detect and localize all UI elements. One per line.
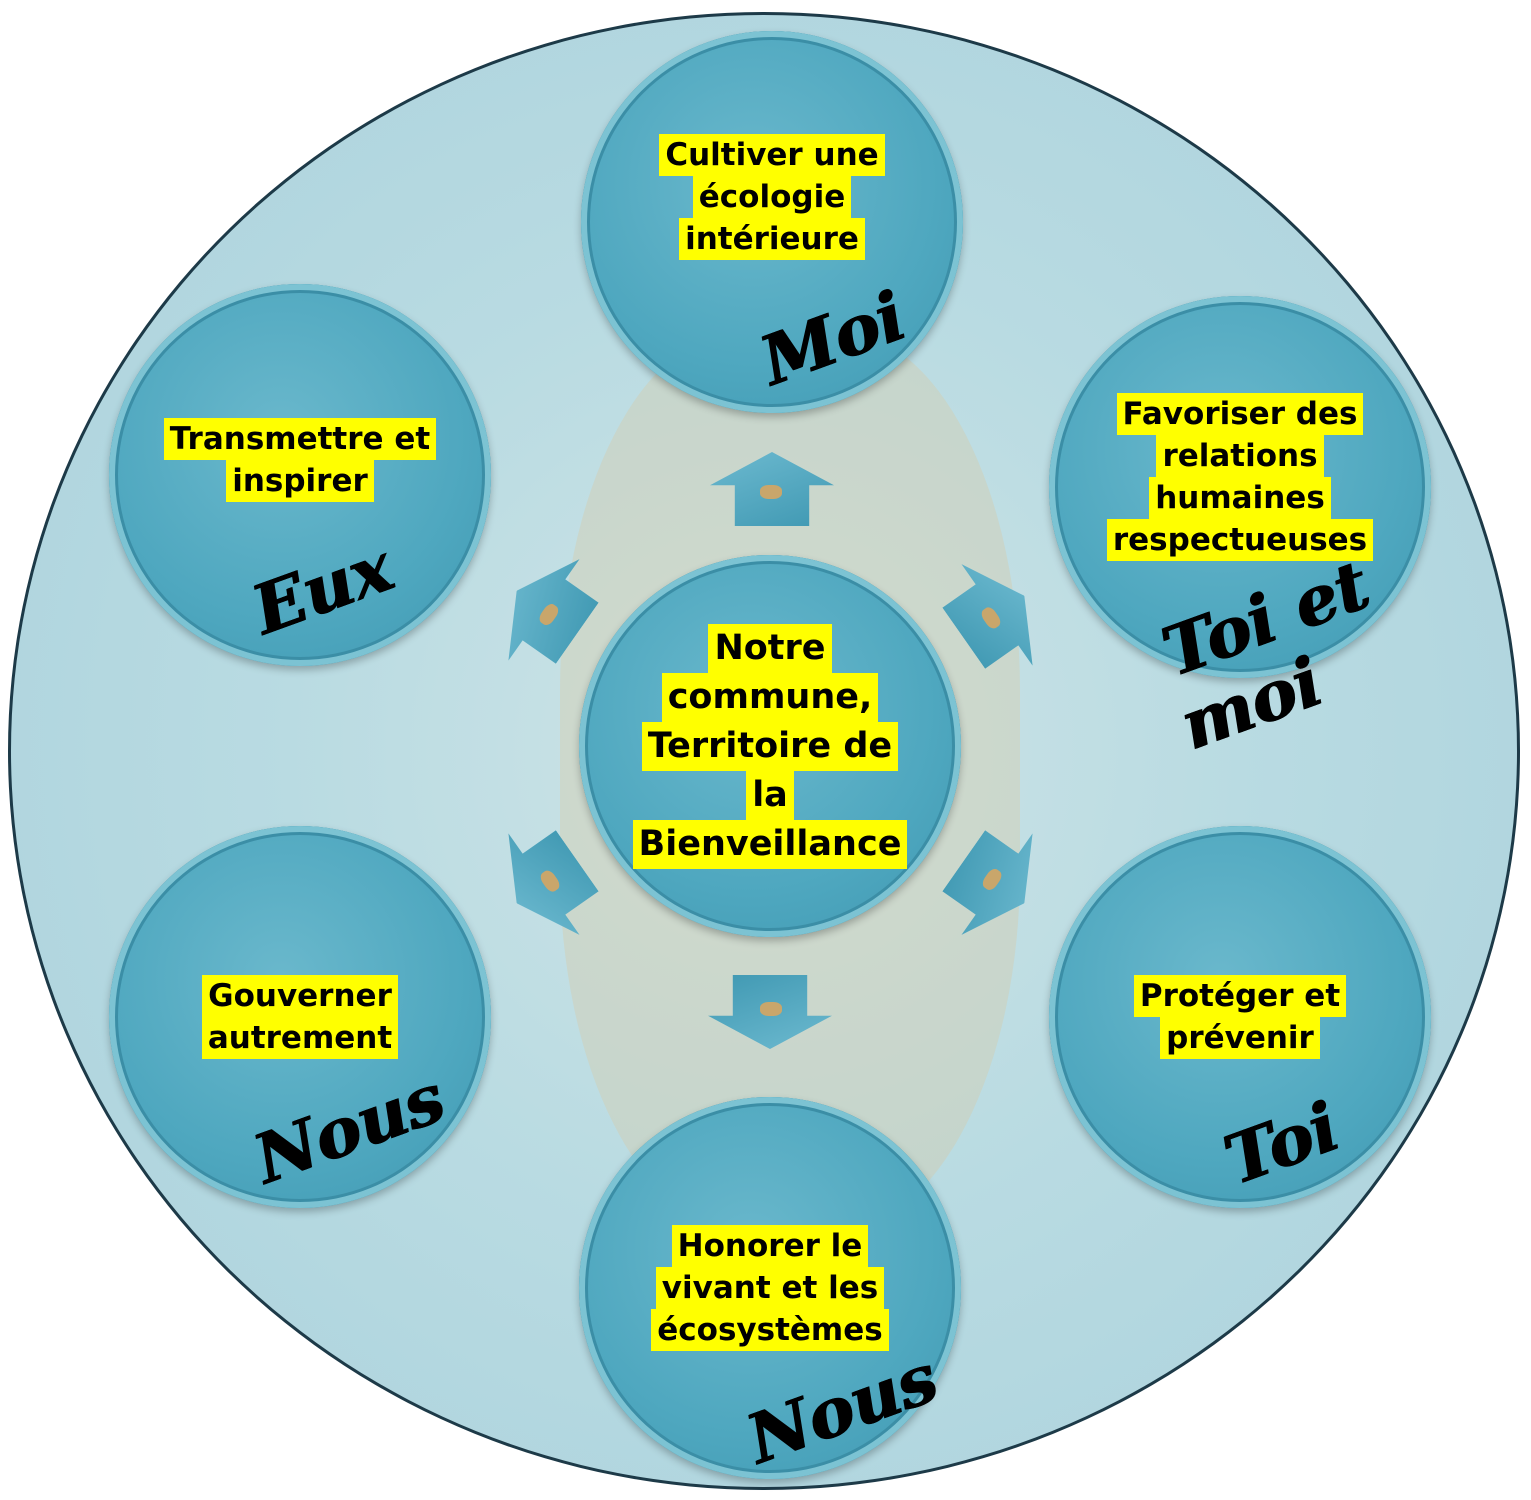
node-text-line: écologie <box>692 176 852 218</box>
node-text-line: autrement <box>201 1017 399 1059</box>
node-text-line: Honorer le <box>671 1225 869 1267</box>
node-text-line: écosystèmes <box>651 1309 889 1351</box>
node-text-line: Favoriser des <box>1116 393 1364 435</box>
node-text-line: inspirer <box>226 460 374 502</box>
node-toi: Protéger et prévenir <box>1049 826 1431 1208</box>
node-text-line: relations <box>1156 435 1324 477</box>
node-toi-et-moi: Favoriser des relations humaines respect… <box>1049 296 1431 678</box>
center-text-line: la <box>746 770 794 820</box>
node-nous-left: Gouverner autrement <box>109 826 491 1208</box>
center-circle: Notre commune, Territoire de la Bienveil… <box>579 555 961 937</box>
node-moi: Cultiver une écologie intérieure <box>581 31 963 413</box>
node-nous-bottom: Honorer le vivant et les écosystèmes <box>579 1097 961 1479</box>
node-text-line: humaines <box>1149 477 1331 519</box>
node-text-line: prévenir <box>1160 1017 1320 1059</box>
center-text-line: Notre <box>708 623 832 673</box>
node-text-line: Protéger et <box>1133 975 1347 1017</box>
node-text-line: Transmettre et <box>163 418 437 460</box>
center-text-line: Territoire de <box>641 721 899 771</box>
node-text-line: intérieure <box>679 218 865 260</box>
node-text-line: Gouverner <box>202 975 398 1017</box>
center-text-line: commune, <box>661 672 879 722</box>
node-text-line: vivant et les <box>655 1267 885 1309</box>
node-text-line: respectueuses <box>1106 519 1374 561</box>
center-text-line: Bienveillance <box>632 819 908 869</box>
node-text-line: Cultiver une <box>659 134 885 176</box>
node-eux: Transmettre et inspirer <box>109 284 491 666</box>
